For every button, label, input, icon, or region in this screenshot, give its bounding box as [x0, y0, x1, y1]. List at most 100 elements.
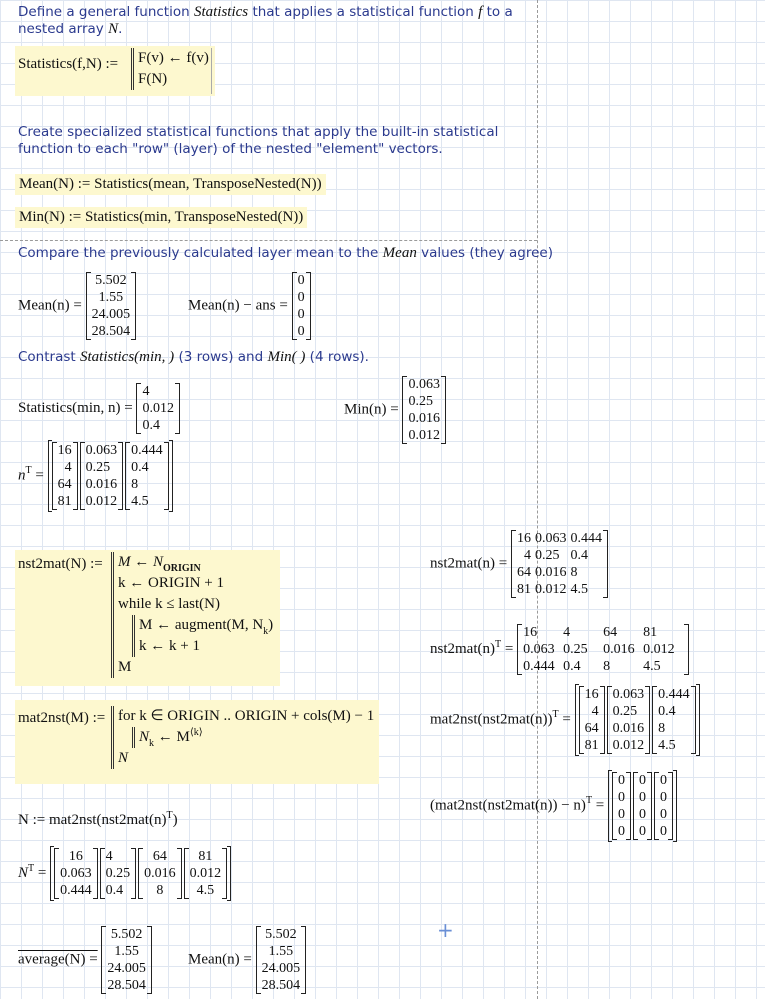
matrix-cell: 0.012: [534, 582, 567, 597]
mean-minus-label: Mean(n) − ans =: [188, 297, 288, 314]
compare-text[interactable]: Compare the previously calculated layer …: [18, 245, 553, 262]
matrix-cell: 0: [660, 824, 668, 839]
matrix-cell: 0: [618, 790, 626, 805]
mean-definition[interactable]: Mean(N) := Statistics(mean, TransposeNes…: [15, 174, 326, 195]
nst2mat-nT-eq: =: [504, 640, 514, 657]
matrix-cell: 4: [523, 548, 531, 563]
specialize-text[interactable]: Create specialized statistical functions…: [18, 124, 499, 157]
matrix-cell: 24.005: [91, 307, 131, 322]
intro-part-4: .: [118, 21, 123, 37]
matrix-cell: 0.444: [523, 659, 555, 674]
matrix-cell: 0.444: [131, 443, 163, 458]
nst2mat-nT-label: nst2mat(n): [430, 640, 495, 657]
matrix-cell: 0.25: [408, 394, 433, 409]
matrix-cell: 0.012: [85, 494, 118, 509]
min-n-label: Min(n) =: [344, 401, 399, 418]
mat2nst-rt-eq: =: [562, 711, 571, 728]
contrast-text[interactable]: Contrast Statistics(min, ) (3 rows) and …: [18, 349, 369, 366]
matrix-cell: 0.012: [643, 642, 675, 657]
N-eq: =: [37, 864, 47, 881]
matrix-cell: 0.063: [534, 531, 567, 546]
matrix-cell: 4.5: [643, 659, 661, 674]
diff-label: (mat2nst(nst2mat(n)) − n): [430, 797, 586, 814]
mat2nst-definition[interactable]: mat2nst(M) := for k ∈ ORIGIN .. ORIGIN +…: [15, 700, 379, 784]
matrix-cell: 8: [131, 477, 139, 492]
matrix-cell: 0.444: [60, 883, 92, 898]
matrix-cell: 4: [142, 384, 150, 399]
mat2nst-rt-sup: T: [552, 709, 559, 721]
matrix-cell: 0.25: [105, 866, 131, 881]
min-definition[interactable]: Min(N) := Statistics(min, TransposeNeste…: [15, 207, 308, 228]
nst2mat-while-body: M ← augment(M, Nk) k ← k + 1: [132, 615, 273, 657]
matrix-cell: 0: [297, 273, 305, 288]
matrix-cell: 5.502: [95, 273, 127, 288]
diff-eq: =: [595, 797, 605, 814]
nst2mat-n-label: nst2mat(n) =: [430, 555, 508, 572]
matrix-cell: 64: [516, 565, 531, 580]
matrix-cell: 4.5: [196, 883, 215, 898]
matrix-cell: 0.063: [408, 377, 440, 392]
contrast-fn: Statistics: [79, 349, 135, 365]
matrix-cell: 16: [68, 849, 83, 864]
matrix-cell: 24.005: [261, 961, 301, 976]
mat2nst-line-2-rhs: ← M: [157, 729, 190, 745]
matrix-cell: 0: [639, 773, 647, 788]
matrix-cell: 0: [618, 824, 626, 839]
matrix-cell: 0.012: [142, 401, 174, 416]
N-sup: T: [28, 862, 35, 874]
matrix-cell: 28.504: [107, 978, 146, 993]
nst2mat-definition[interactable]: nst2mat(N) := M ← NORIGIN k ← ORIGIN + 1…: [15, 550, 280, 686]
N-definition[interactable]: N := mat2nst(nst2mat(n)T): [18, 810, 178, 829]
statistics-line-2: F(N): [138, 71, 168, 87]
contrast-arg: (min, ): [134, 349, 175, 365]
matrix-cell: 1.55: [98, 290, 124, 305]
matrix-cell: 24.005: [107, 961, 146, 976]
nst2mat-line-4-end: ): [268, 617, 274, 633]
matrix-cell: 0.4: [131, 460, 149, 475]
mat2nst-line-2-sup: ⟨k⟩: [189, 727, 203, 738]
matrix-cell: 64: [584, 721, 599, 736]
matrix-cell: 0: [639, 790, 647, 805]
statistics-program: F(v) ← f(v) F(N): [131, 48, 209, 90]
matrix-cell: 4: [563, 625, 571, 640]
statistics-definition[interactable]: Statistics(f,N) := F(v) ← f(v) F(N): [15, 46, 215, 96]
program-end-bar: [211, 48, 212, 94]
matrix-cell: 4: [64, 460, 72, 475]
matrix-cell: 0: [618, 773, 626, 788]
intro-text[interactable]: Define a general function Statistics tha…: [18, 4, 518, 38]
nst2mat-line-1-sub: ORIGIN: [163, 563, 201, 574]
matrix-cell: 0.012: [408, 428, 440, 443]
matrix-cell: 0.25: [612, 704, 638, 719]
mat2nst-for-body: Nk ← M⟨k⟩: [132, 727, 203, 749]
matrix-cell: 0.25: [85, 460, 111, 475]
matrix-cell: 16: [57, 443, 72, 458]
nst2mat-lhs: nst2mat(N) :=: [18, 556, 103, 572]
